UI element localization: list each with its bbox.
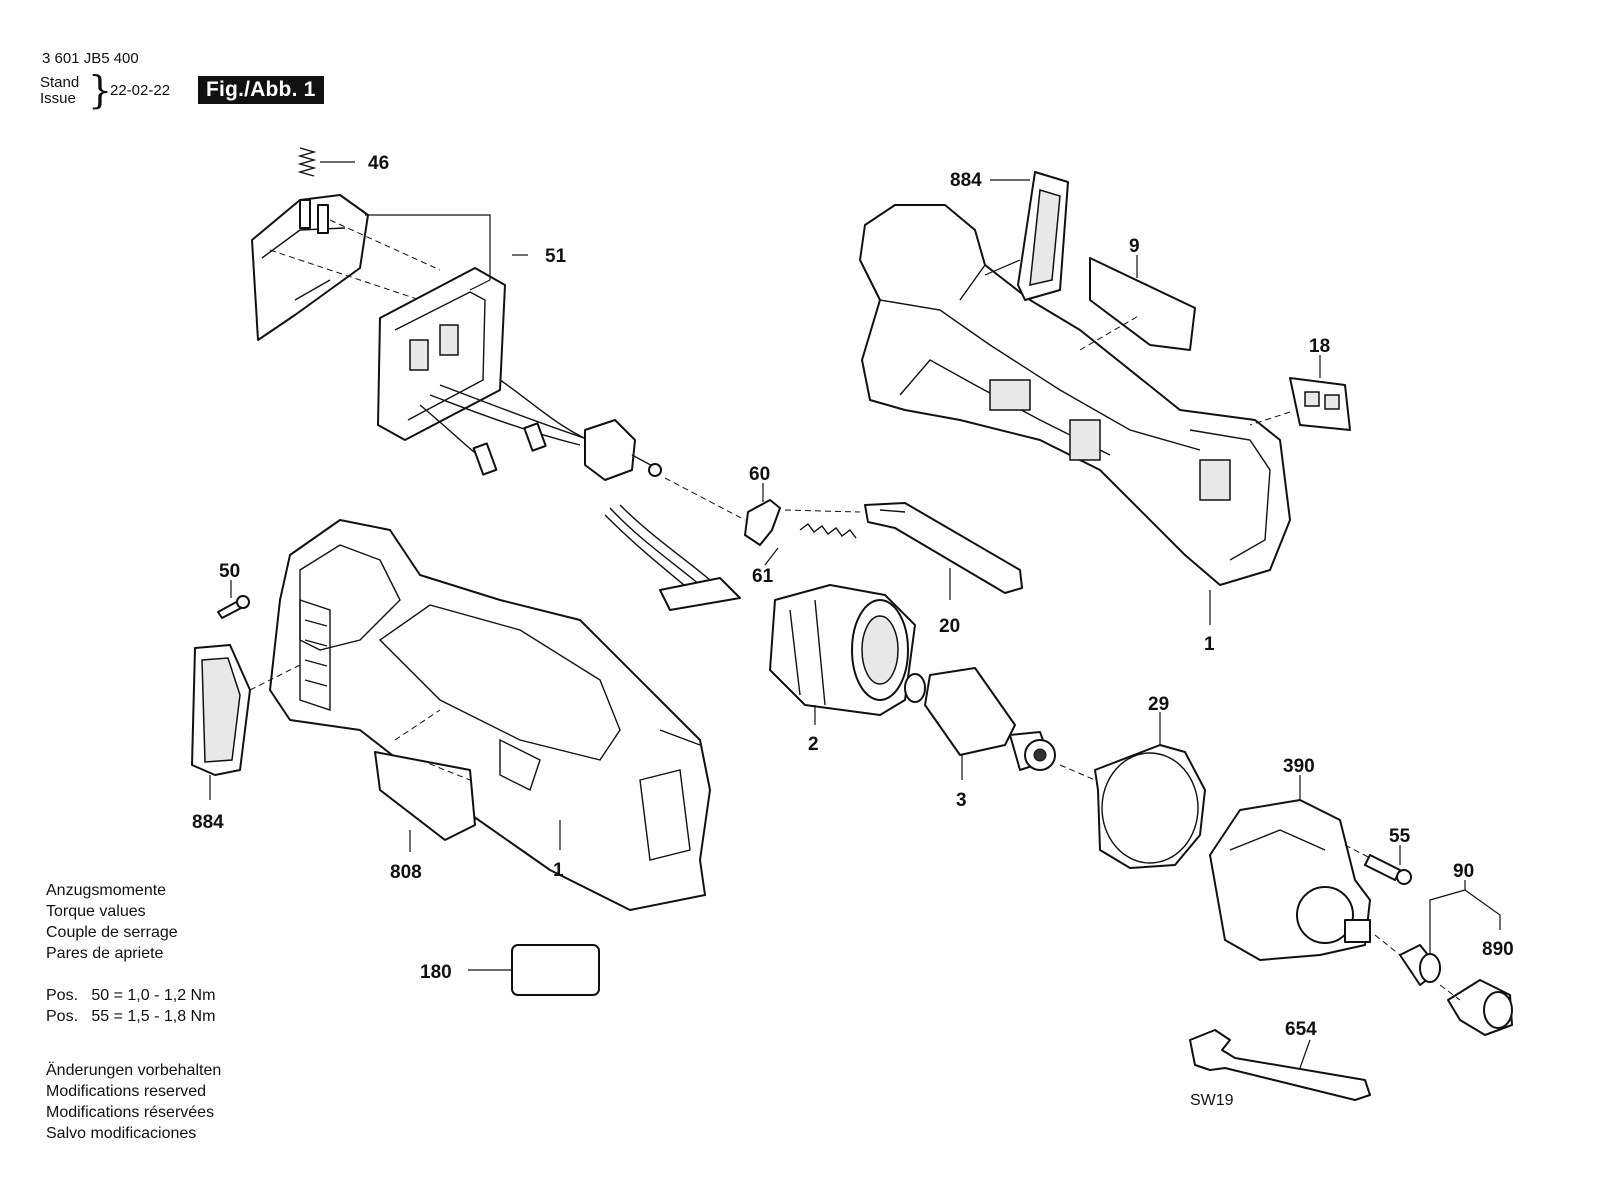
pos-value: 55 = 1,5 - 1,8 Nm (91, 1008, 216, 1025)
label-654: 654 (1285, 1019, 1317, 1040)
pos-prefix: Pos. (46, 1008, 79, 1025)
label-51: 51 (545, 246, 567, 267)
issue-date: 22-02-22 (110, 82, 171, 99)
modifications-es: Salvo modificaciones (46, 1125, 197, 1142)
header-brace: } (88, 68, 113, 112)
modifications-notice: Änderungen vorbehalten Modifications res… (46, 1060, 221, 1144)
part-55-screw (1344, 844, 1412, 885)
label-1-right: 1 (1204, 634, 1215, 655)
part-90-collet-nut (1429, 880, 1513, 1036)
label-884-left: 884 (192, 812, 224, 833)
label-55: 55 (1389, 826, 1411, 847)
label-29: 29 (1148, 694, 1169, 715)
torque-heading-fr: Couple de serrage (46, 924, 178, 941)
label-46: 46 (368, 153, 389, 174)
label-180: 180 (420, 962, 452, 983)
torque-heading-de: Anzugsmomente (46, 882, 167, 899)
part-9-label (1079, 255, 1196, 351)
pos-prefix: Pos. (46, 987, 79, 1004)
part-18-clip (1249, 355, 1351, 431)
label-2: 2 (808, 734, 819, 755)
modifications-de: Änderungen vorbehalten (46, 1062, 222, 1079)
part-884-vent-grille-top (984, 171, 1069, 301)
label-50: 50 (219, 561, 240, 582)
part-808-nameplate (374, 709, 476, 852)
torque-heading-es: Pares de apriete (46, 945, 164, 962)
torque-headings: Anzugsmomente Torque values Couple de se… (46, 880, 178, 964)
part-20-switch-slide (864, 502, 1023, 600)
modifications-en: Modifications reserved (46, 1083, 207, 1100)
part-1-housing-right (859, 204, 1291, 625)
label-61: 61 (752, 566, 774, 587)
torque-heading-en: Torque values (46, 903, 146, 920)
part-50-screw (217, 580, 250, 619)
stand-label: Stand (40, 74, 80, 91)
part-61-spring (764, 523, 857, 566)
modifications-fr: Modifications réservées (46, 1104, 215, 1121)
torque-position-50: Pos. 50 = 1,0 - 1,2 Nm (46, 985, 215, 1006)
part-884-vent-grille-left (191, 644, 301, 800)
part-1-motor-housing-left (269, 519, 711, 911)
wrench-size-label: SW19 (1190, 1092, 1234, 1109)
torque-position-55: Pos. 55 = 1,5 - 1,8 Nm (46, 1006, 215, 1027)
part-390-gear-head (1209, 775, 1371, 961)
part-60-lever (744, 483, 861, 546)
label-18: 18 (1309, 336, 1330, 357)
label-20: 20 (939, 616, 960, 637)
part-3-armature (904, 667, 1096, 781)
drawing-number: 3 601 JB5 400 (42, 50, 139, 67)
torque-positions: Pos. 50 = 1,0 - 1,2 Nm Pos. 55 = 1,5 - 1… (46, 985, 215, 1027)
label-808: 808 (390, 862, 422, 883)
part-2-stator (604, 504, 916, 725)
part-46-spring (297, 147, 355, 177)
label-60: 60 (749, 464, 770, 485)
label-890: 890 (1482, 939, 1514, 960)
label-884-top: 884 (950, 170, 982, 191)
label-90: 90 (1453, 861, 1474, 882)
part-29-air-guide (1094, 712, 1206, 869)
pos-value: 50 = 1,0 - 1,2 Nm (91, 987, 216, 1004)
part-51-switch-assembly (251, 194, 662, 481)
part-890-collet (1374, 934, 1441, 986)
figure-badge: Fig./Abb. 1 (198, 76, 324, 104)
issue-label: Issue (40, 90, 76, 107)
label-9: 9 (1129, 236, 1140, 257)
label-390: 390 (1283, 756, 1315, 777)
stand-issue-labels: Stand Issue (40, 75, 79, 107)
label-1-left: 1 (553, 860, 564, 881)
part-654-wrench (1189, 1029, 1371, 1101)
part-180-packaging (468, 944, 600, 996)
label-3: 3 (956, 790, 967, 811)
